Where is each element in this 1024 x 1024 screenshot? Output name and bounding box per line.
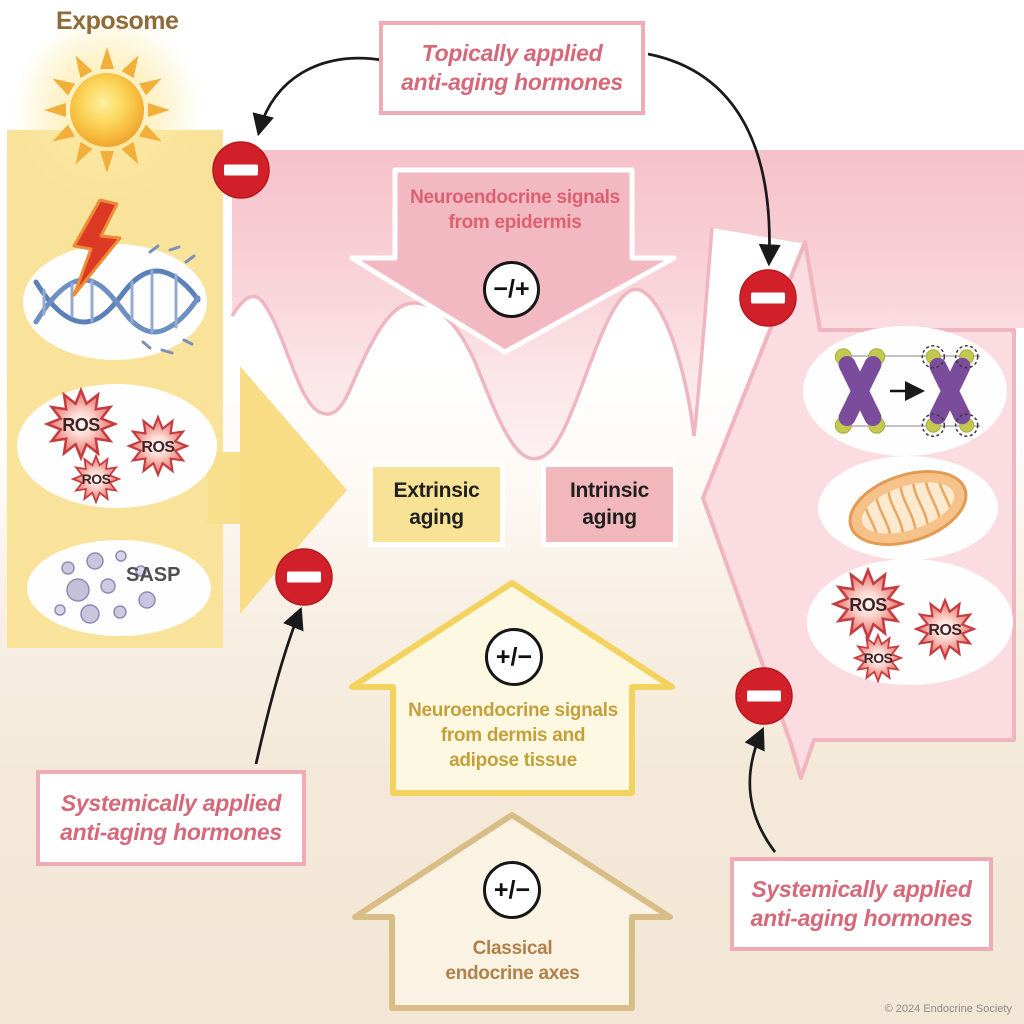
intrinsic-aging-box: Intrinsic aging: [541, 462, 678, 547]
svg-text:ROS: ROS: [849, 595, 887, 615]
prohibition-icon-top-right: [739, 269, 797, 327]
mitochondrion-icon: [848, 470, 968, 546]
topical-hormones-box: Topically applied anti-aging hormones: [379, 21, 645, 115]
systemic-hormones-box-right: Systemically applied anti-aging hormones: [730, 857, 993, 951]
sun-icon: [13, 14, 201, 202]
curved-arrow-topical-right: [647, 52, 781, 267]
topical-hormones-line2: anti-aging hormones: [401, 69, 623, 95]
topical-hormones-line1: Topically applied: [421, 39, 603, 66]
damaged-dna-icon: [33, 244, 201, 355]
epidermis-modulation-sign: −/+: [483, 261, 540, 318]
dermis-signal-label: Neuroendocrine signals from dermis and a…: [408, 700, 618, 772]
ros-icon-right: ROS ROS ROS: [832, 568, 975, 682]
extrinsic-aging-box: Extrinsic aging: [368, 462, 505, 547]
curved-arrow-systemic-right: [744, 727, 777, 853]
sasp-icon: SASP: [54, 550, 180, 624]
telomere-shortening-icon: [834, 345, 980, 437]
svg-text:ROS: ROS: [928, 622, 962, 639]
svg-text:ROS: ROS: [82, 471, 111, 487]
svg-text:ROS: ROS: [141, 439, 175, 456]
prohibition-icon-mid-left: [275, 548, 333, 606]
curved-arrow-topical-left: [252, 56, 383, 137]
classical-endocrine-label: Classical endocrine axes: [445, 938, 580, 985]
copyright-notice: © 2024 Endocrine Society: [884, 1003, 1012, 1015]
systemic-hormones-box-left: Systemically applied anti-aging hormones: [36, 770, 306, 866]
dermis-modulation-sign: +/−: [485, 628, 543, 686]
svg-text:SASP: SASP: [126, 564, 180, 586]
prohibition-icon-mid-right: [735, 667, 793, 725]
epidermis-signal-label: Neuroendocrine signals from epidermis: [410, 187, 620, 233]
extrinsic-arrow: [240, 366, 347, 614]
prohibition-icon-top-left: [212, 141, 270, 199]
curved-arrow-systemic-left: [254, 606, 304, 765]
uv-lightning-icon: [72, 198, 122, 297]
classical-modulation-sign: +/−: [483, 861, 541, 919]
svg-text:ROS: ROS: [864, 650, 893, 666]
dermis-signal-arrow: [349, 580, 675, 796]
exposome-title: Exposome: [56, 7, 179, 35]
ros-icon-left: ROS ROS ROS: [45, 388, 188, 503]
svg-text:ROS: ROS: [62, 415, 100, 435]
